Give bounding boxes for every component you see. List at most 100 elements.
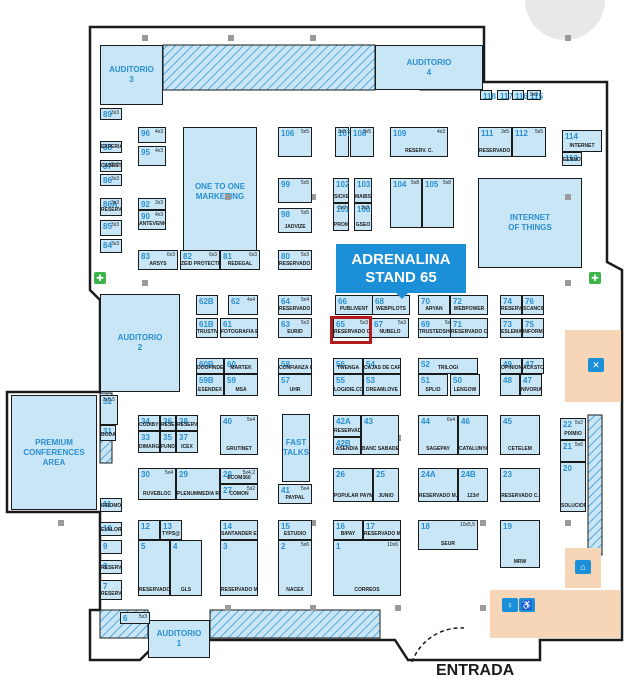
stand-12[interactable]: 12 (138, 520, 160, 540)
stand-87[interactable]: 873x3CABESTAN (100, 160, 122, 172)
stand-75[interactable]: 75INFORMA (522, 318, 544, 338)
room-auditorio-1[interactable]: AUDITORIO 1 (148, 620, 210, 658)
room-auditorio-2[interactable]: AUDITORIO 2 (100, 294, 180, 392)
stand-76[interactable]: 76SCANCIBE (522, 295, 544, 315)
room-auditorio-3[interactable]: AUDITORIO 3 (100, 45, 163, 105)
stand-48[interactable]: 48 (500, 374, 520, 396)
stand-20[interactable]: 20SOLUCIONES (560, 462, 586, 512)
room-one-to-one[interactable]: ONE TO ONE MARKETING (183, 127, 257, 257)
stand-116[interactable]: 116 (512, 90, 528, 101)
stand-33[interactable]: 33DIMARGAGE (138, 431, 160, 453)
stand-60b[interactable]: 60BDOOFINDER (196, 358, 224, 374)
stand-47[interactable]: 47ACKSTORM (522, 358, 544, 374)
stand-35[interactable]: 35FUNDACIO PUNT CAT (160, 431, 176, 453)
stand-31[interactable]: 31BODANET (100, 425, 116, 441)
room-premium-conferences[interactable]: PREMIUM CONFERENCES AREA (11, 395, 97, 510)
room-internet-of-things[interactable]: INTERNET OF THINGS (478, 178, 582, 268)
stand-103[interactable]: 103MAIBSY (354, 178, 372, 203)
stand-36[interactable]: 36RESERV. C. (160, 415, 176, 431)
stand-90[interactable]: 904x3ANTEVENIO (138, 210, 166, 230)
stand-118[interactable]: 118 (480, 90, 496, 101)
stand-34[interactable]: 34CODIBYSE (138, 415, 160, 431)
stand-9[interactable]: 9 (100, 540, 122, 554)
room-fast-talks[interactable]: FAST TALKS (282, 414, 310, 482)
stand-113[interactable]: 113EENNOVA (562, 152, 582, 166)
stand-49[interactable]: 49OPINIONES VERIFICADAS (500, 358, 522, 374)
stand-88[interactable]: 88EXPERIAN (100, 141, 122, 153)
stand-102[interactable]: 102SICKEL (333, 178, 349, 203)
